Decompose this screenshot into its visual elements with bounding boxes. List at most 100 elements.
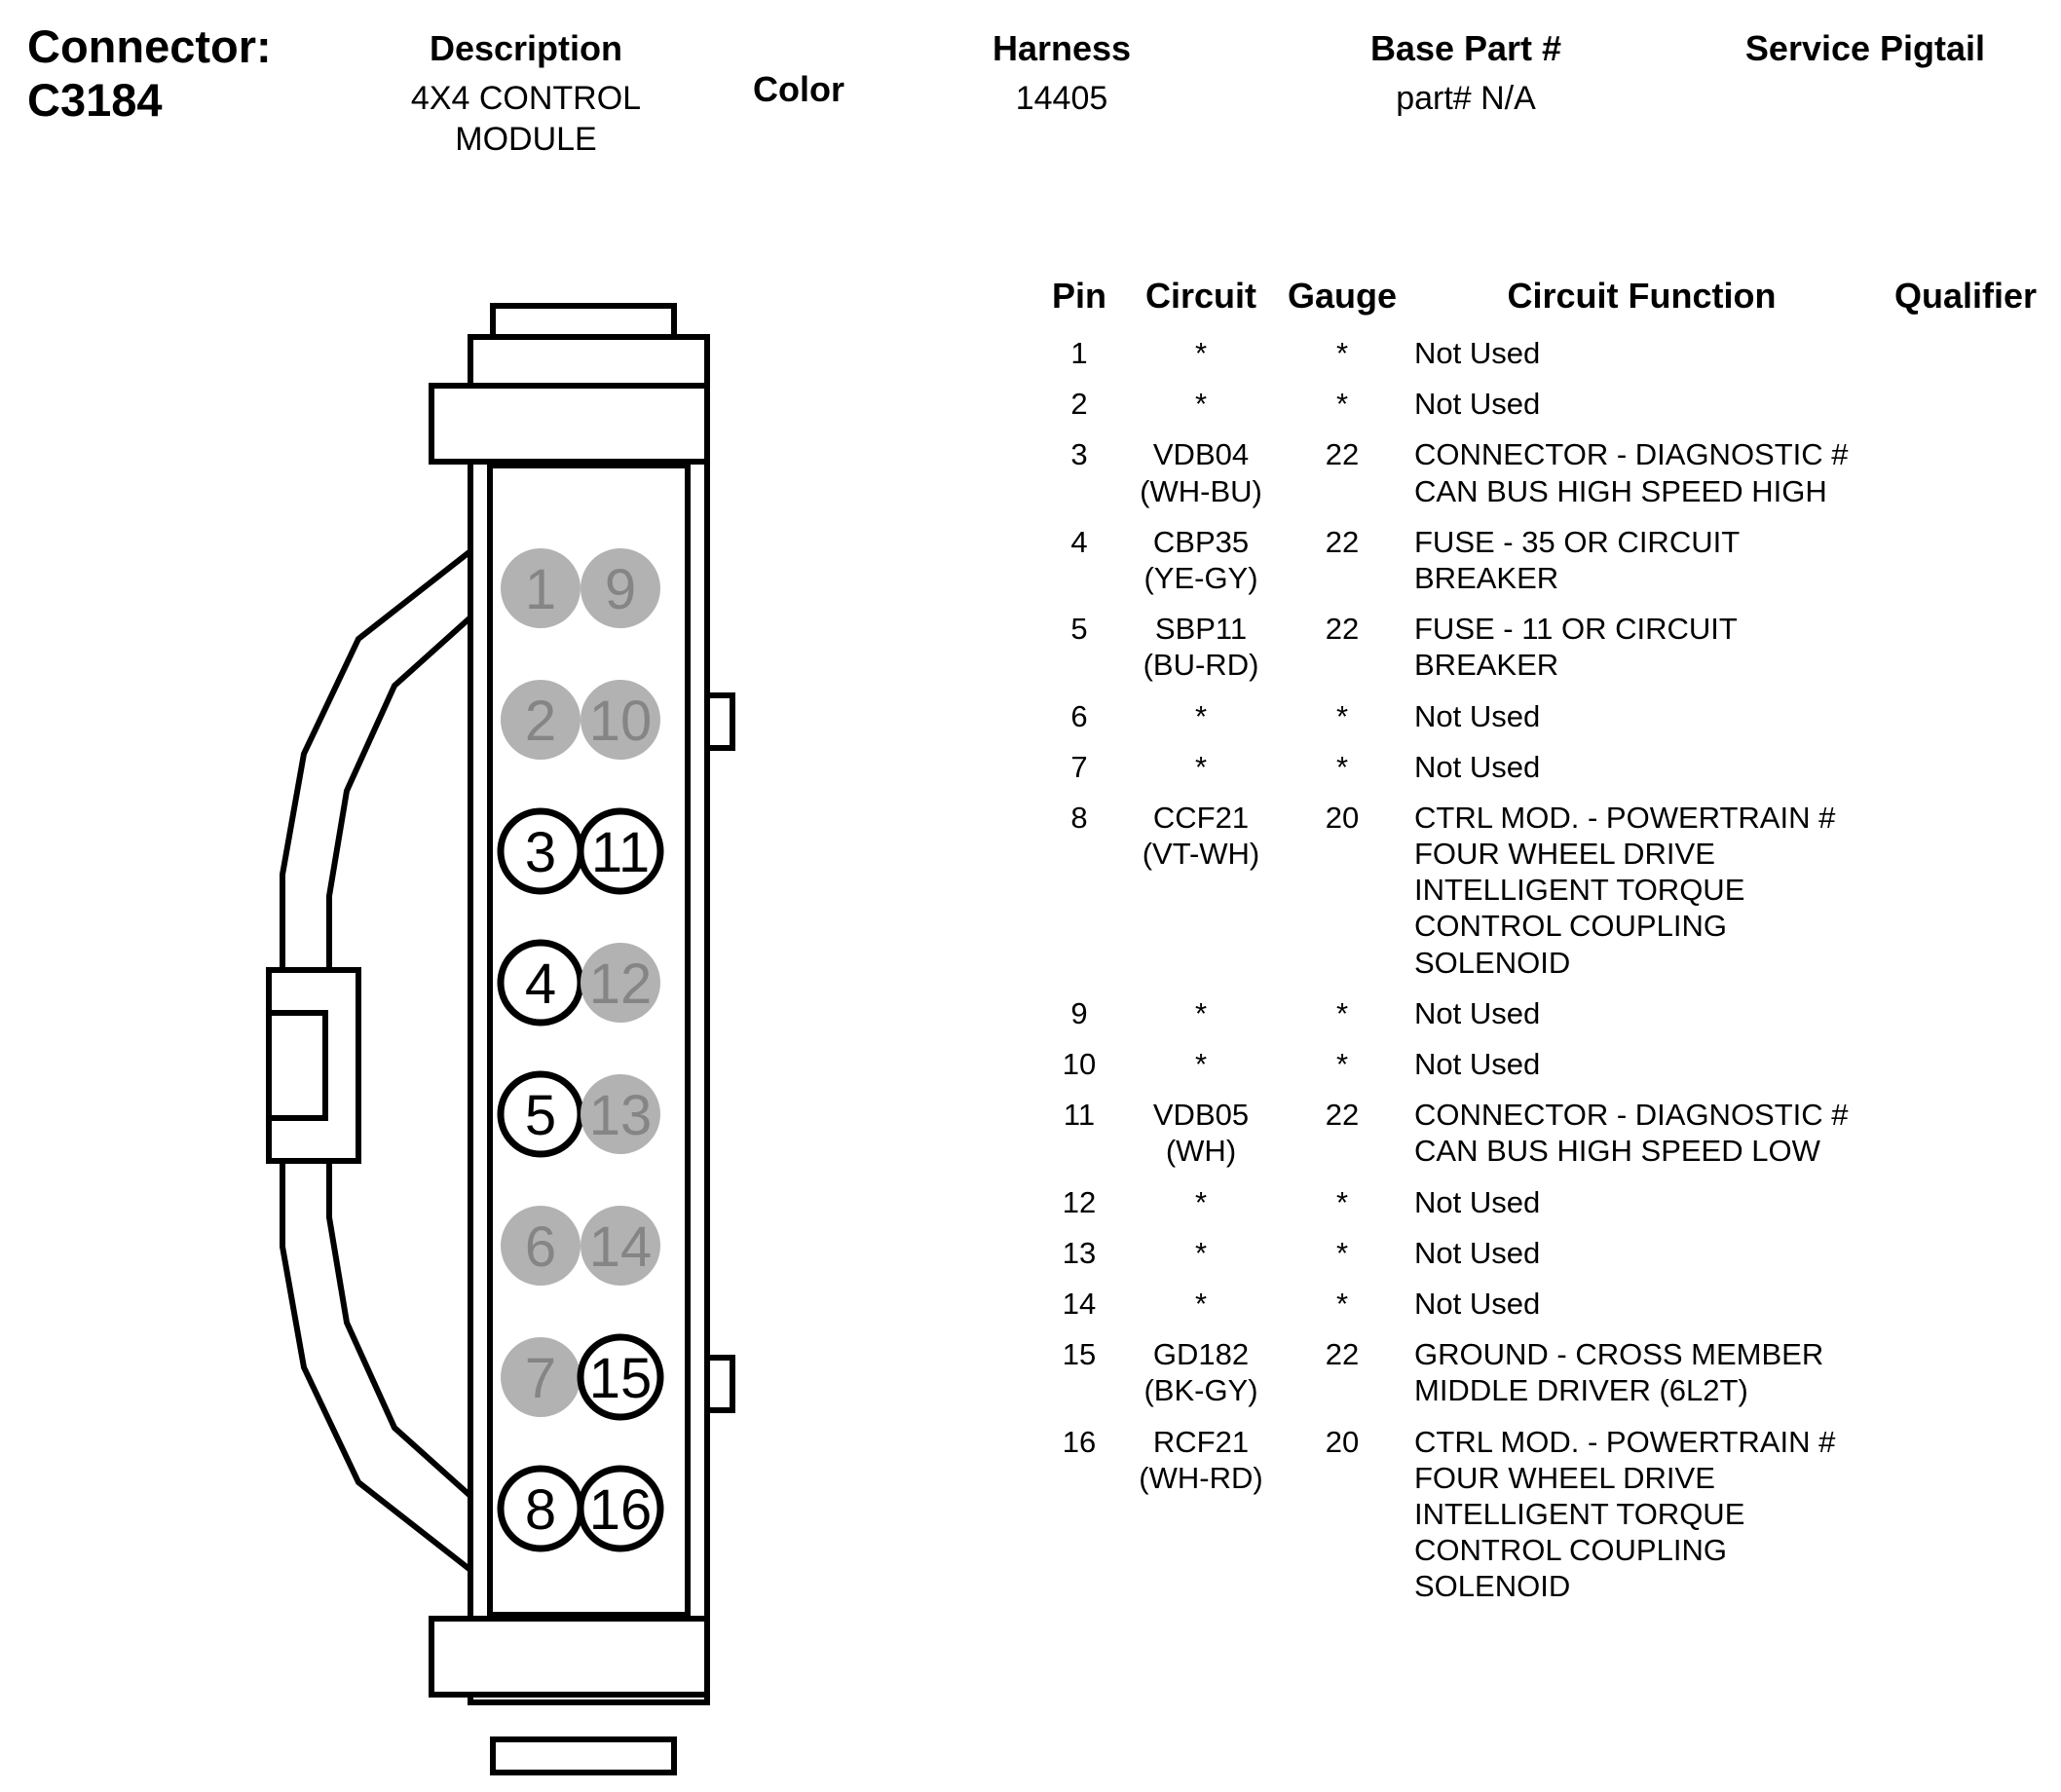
circuit-function-cell: Not Used bbox=[1414, 336, 1541, 370]
qualifier-cell bbox=[1883, 1417, 2048, 1613]
pin-number-cell: 5 bbox=[1070, 612, 1088, 647]
pin-number-label: 4 bbox=[525, 952, 556, 1016]
description-label: Description bbox=[429, 28, 623, 68]
circuit-cell: SBP11 (BU-RD) bbox=[1143, 612, 1259, 683]
connector-top-band bbox=[429, 383, 710, 465]
col-header-qualifier: Qualifier bbox=[1893, 276, 2038, 316]
table-row: 14**Not Used bbox=[1040, 1279, 2058, 1329]
pin-circle-7 bbox=[501, 1337, 581, 1417]
qualifier-cell bbox=[1883, 989, 2048, 1039]
header-col-description: Description 4X4 CONTROL MODULE bbox=[360, 29, 692, 161]
service-pigtail-label: Service Pigtail bbox=[1744, 28, 1986, 68]
circuit-cell: * bbox=[1194, 698, 1208, 733]
circuit-function-cell: Not Used bbox=[1414, 749, 1541, 784]
circuit-function-cell: Not Used bbox=[1414, 995, 1541, 1030]
pin-number-label: 14 bbox=[589, 1215, 653, 1279]
gauge-cell: * bbox=[1335, 387, 1349, 422]
pin-number-cell: 15 bbox=[1062, 1337, 1097, 1372]
header-col-base-part: Base Part # part# N/A bbox=[1291, 29, 1641, 119]
pin-number-label: 16 bbox=[589, 1478, 653, 1542]
gauge-cell: 20 bbox=[1325, 800, 1360, 835]
qualifier-cell bbox=[1883, 517, 2048, 604]
connector-left-protrusion-inner bbox=[266, 1010, 328, 1121]
qualifier-cell bbox=[1883, 691, 2048, 742]
header-col-color: Color bbox=[721, 70, 877, 119]
pin-number-cell: 4 bbox=[1070, 524, 1088, 559]
qualifier-cell bbox=[1883, 429, 2048, 516]
connector-id: C3184 bbox=[27, 74, 163, 127]
qualifier-cell bbox=[1883, 379, 2048, 429]
header-col-service-pigtail: Service Pigtail bbox=[1685, 29, 2045, 78]
connector-inner-outline bbox=[487, 463, 691, 1618]
qualifier-cell bbox=[1883, 1228, 2048, 1279]
pin-number-cell: 12 bbox=[1062, 1184, 1097, 1219]
gauge-cell: * bbox=[1335, 336, 1349, 370]
connector-left-wedge-inner bbox=[326, 611, 473, 1503]
pin-number-cell: 16 bbox=[1062, 1424, 1097, 1459]
gauge-cell: * bbox=[1335, 995, 1349, 1030]
circuit-function-cell: Not Used bbox=[1414, 1047, 1541, 1081]
table-row: 6**Not Used bbox=[1040, 691, 2058, 742]
circuit-function-cell: Not Used bbox=[1414, 387, 1541, 422]
pin-number-label: 2 bbox=[525, 690, 556, 753]
qualifier-cell bbox=[1883, 742, 2048, 793]
color-label: Color bbox=[753, 69, 844, 109]
header-col-harness: Harness 14405 bbox=[930, 29, 1193, 119]
pin-number-label: 12 bbox=[589, 952, 653, 1016]
pin-circle-13 bbox=[581, 1074, 660, 1154]
col-header-gauge: Gauge bbox=[1287, 276, 1398, 316]
circuit-cell: RCF21 (WH-RD) bbox=[1139, 1424, 1263, 1495]
pin-number-cell: 6 bbox=[1070, 698, 1088, 733]
qualifier-cell bbox=[1883, 1090, 2048, 1176]
base-part-label: Base Part # bbox=[1369, 28, 1562, 68]
connector-title: Connector: C3184 bbox=[27, 19, 272, 128]
harness-label: Harness bbox=[992, 28, 1132, 68]
gauge-cell: 22 bbox=[1325, 437, 1360, 472]
circuit-function-cell: CTRL MOD. - POWERTRAIN # FOUR WHEEL DRIV… bbox=[1414, 1424, 1836, 1604]
circuit-cell: * bbox=[1194, 995, 1208, 1030]
pin-number-label: 8 bbox=[525, 1478, 556, 1542]
table-row: 13**Not Used bbox=[1040, 1228, 2058, 1279]
pin-circle-2 bbox=[501, 680, 581, 760]
circuit-function-cell: CONNECTOR - DIAGNOSTIC # CAN BUS HIGH SP… bbox=[1414, 1098, 1849, 1169]
circuit-cell: * bbox=[1194, 336, 1208, 370]
circuit-cell: * bbox=[1194, 1235, 1208, 1270]
gauge-cell: * bbox=[1335, 1235, 1349, 1270]
pin-number-label: 9 bbox=[605, 558, 636, 621]
pin-number-label: 7 bbox=[525, 1347, 556, 1410]
pin-circle-10 bbox=[581, 680, 660, 760]
table-row: 7**Not Used bbox=[1040, 742, 2058, 793]
circuit-cell: VDB05 (WH) bbox=[1152, 1098, 1250, 1169]
gauge-cell: * bbox=[1335, 698, 1349, 733]
circuit-function-cell: Not Used bbox=[1414, 1235, 1541, 1270]
pin-number-label: 15 bbox=[589, 1347, 653, 1410]
connector-top-cap bbox=[490, 303, 677, 342]
pin-number-label: 10 bbox=[589, 690, 653, 753]
pin-number-cell: 14 bbox=[1062, 1286, 1097, 1321]
table-row: 2**Not Used bbox=[1040, 379, 2058, 429]
pin-circle-16 bbox=[577, 1465, 664, 1552]
circuit-cell: GD182 (BK-GY) bbox=[1143, 1337, 1258, 1408]
qualifier-cell bbox=[1883, 604, 2048, 691]
qualifier-cell bbox=[1883, 328, 2048, 379]
col-header-pin: Pin bbox=[1051, 276, 1106, 316]
connector-bottom-cap bbox=[490, 1736, 677, 1775]
gauge-cell: 22 bbox=[1325, 1098, 1360, 1133]
circuit-cell: * bbox=[1194, 1047, 1208, 1081]
pin-number-label: 6 bbox=[525, 1215, 556, 1279]
pin-number-cell: 9 bbox=[1070, 995, 1088, 1030]
gauge-cell: * bbox=[1335, 1184, 1349, 1219]
pin-table: Pin Circuit Gauge Circuit Function Quali… bbox=[1040, 276, 2058, 1612]
pin-number-cell: 3 bbox=[1070, 437, 1088, 472]
pin-circle-12 bbox=[581, 943, 660, 1023]
connector-label: Connector: bbox=[27, 20, 272, 72]
table-row: 9 * * Not Used bbox=[1040, 989, 2058, 1039]
table-row: 1**Not Used bbox=[1040, 328, 2058, 379]
